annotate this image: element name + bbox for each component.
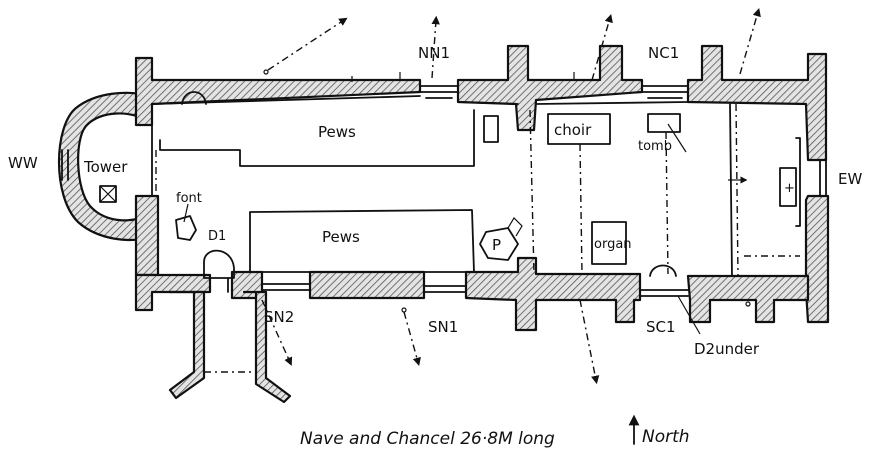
window-sn2 bbox=[261, 283, 311, 291]
west-wall bbox=[134, 194, 160, 277]
d2-pointer bbox=[677, 295, 701, 335]
tower-mark bbox=[99, 185, 117, 203]
north-wall-marks bbox=[351, 72, 575, 82]
sightline-nn1-up bbox=[431, 15, 440, 79]
chancel-line-2 bbox=[579, 143, 583, 275]
chancel-line-1 bbox=[529, 109, 535, 275]
tower-mark-cross bbox=[99, 185, 117, 203]
font-icon bbox=[175, 215, 197, 241]
label-pulpit: P bbox=[492, 236, 501, 254]
chancel-line-5 bbox=[729, 103, 733, 277]
window-nc1 bbox=[641, 85, 689, 99]
label-d2: D2under bbox=[694, 340, 760, 358]
door-d1 bbox=[203, 249, 235, 293]
organ-box bbox=[591, 221, 627, 265]
label-ew: EW bbox=[838, 170, 862, 188]
label-d1: D1 bbox=[208, 229, 226, 244]
window-sc1 bbox=[639, 289, 689, 297]
window-sn1 bbox=[423, 285, 467, 293]
sightline-sn2 bbox=[261, 299, 293, 366]
pulpit-steps bbox=[507, 217, 523, 237]
label-nc1: NC1 bbox=[648, 44, 679, 62]
label-choir: choir bbox=[554, 121, 592, 139]
sightline-nc1 bbox=[591, 13, 613, 81]
window-ww bbox=[61, 149, 69, 181]
porch-walls bbox=[168, 290, 292, 404]
altar-box bbox=[779, 167, 797, 207]
tomb-pointer bbox=[667, 123, 687, 153]
marker-dot bbox=[263, 69, 269, 75]
window-ew bbox=[819, 159, 827, 197]
label-tomb: tomb bbox=[638, 139, 672, 154]
label-sn1: SN1 bbox=[428, 318, 458, 336]
sightline-sn1 bbox=[403, 311, 421, 367]
label-nn1: NN1 bbox=[418, 44, 450, 62]
chancel-line-4 bbox=[735, 103, 739, 277]
label-sc1: SC1 bbox=[646, 318, 676, 336]
label-organ: organ bbox=[594, 237, 632, 252]
sightline-nn1 bbox=[267, 17, 348, 71]
south-wall-nave-3 bbox=[464, 256, 642, 332]
label-ww: WW bbox=[8, 154, 38, 172]
lectern-box bbox=[483, 115, 499, 143]
nave-interior-outline bbox=[151, 95, 689, 276]
pews-south-block bbox=[249, 209, 475, 273]
marker-dot bbox=[745, 301, 751, 307]
caption-north: North bbox=[642, 427, 690, 447]
chancel-line-3 bbox=[665, 131, 669, 275]
north-wall-chancel bbox=[686, 44, 828, 162]
pews-north-block bbox=[159, 109, 475, 167]
south-wall-chancel bbox=[686, 274, 810, 324]
font-pointer bbox=[183, 203, 189, 223]
door-d2 bbox=[649, 264, 677, 277]
marker-dot bbox=[401, 307, 407, 313]
north-wall-nave bbox=[456, 44, 644, 132]
label-font: font bbox=[176, 191, 202, 206]
sightline-chancel bbox=[739, 7, 761, 75]
south-wall-nave-2 bbox=[308, 270, 426, 300]
tomb-box bbox=[647, 113, 681, 133]
caption-length: Nave and Chancel 26·8M long bbox=[300, 429, 555, 449]
label-sn2: SN2 bbox=[264, 308, 294, 326]
north-wall bbox=[134, 56, 422, 127]
label-altar-cross: + bbox=[784, 181, 795, 196]
choir-box bbox=[547, 113, 611, 145]
window-nn1 bbox=[419, 85, 459, 99]
label-pews-south: Pews bbox=[322, 228, 360, 246]
east-wall bbox=[804, 194, 830, 324]
label-pews-north: Pews bbox=[318, 123, 356, 141]
label-tower: Tower bbox=[83, 158, 128, 176]
sightline-chancel-s bbox=[579, 299, 600, 385]
altar-rail bbox=[795, 137, 801, 227]
arch-recess bbox=[181, 91, 207, 105]
